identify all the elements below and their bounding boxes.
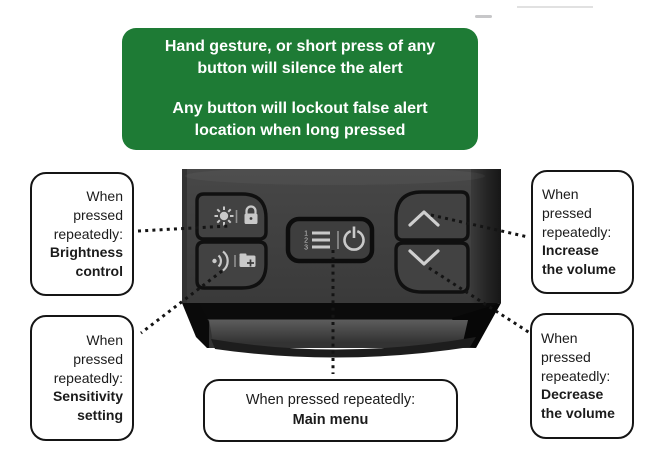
callout-sensitivity-setting: When pressed repeatedly: Sensitivity set… bbox=[30, 315, 134, 441]
callout-prefix: When pressed repeatedly: bbox=[542, 185, 612, 240]
callout-label: Brightness control bbox=[49, 244, 123, 280]
callout-label: Decrease the volume bbox=[541, 386, 615, 422]
callout-prefix: When pressed repeatedly: bbox=[245, 391, 416, 408]
banner-line-lockout: Any button will lockout false alert loca… bbox=[172, 100, 428, 140]
callout-main-menu: When pressed repeatedly: Main menu bbox=[203, 379, 458, 442]
camera-plus-icon bbox=[239, 253, 256, 267]
leader-line-brightness bbox=[137, 224, 230, 233]
power-icon bbox=[343, 226, 365, 251]
brightness-icon bbox=[214, 206, 234, 226]
svg-text:2: 2 bbox=[304, 238, 308, 245]
leader-line-increase bbox=[430, 213, 529, 239]
numbered-list-icon: 1 2 3 bbox=[304, 231, 330, 252]
sensitivity-camera-button[interactable] bbox=[195, 240, 268, 290]
volume-down-button[interactable] bbox=[394, 241, 470, 294]
callout-decrease-volume: When pressed repeatedly: Decrease the vo… bbox=[530, 313, 634, 439]
scan-artifact-line bbox=[517, 6, 593, 8]
leader-line-sensitivity bbox=[140, 269, 223, 335]
callout-label: Increase the volume bbox=[542, 242, 616, 278]
lock-icon bbox=[244, 205, 258, 224]
banner-line-silence: Hand gesture, or short press of any butt… bbox=[164, 37, 436, 77]
chevron-down-icon bbox=[408, 249, 440, 266]
sound-waves-icon bbox=[212, 250, 229, 272]
callout-prefix: When pressed repeatedly: bbox=[53, 187, 123, 242]
chevron-up-icon bbox=[408, 210, 440, 227]
callout-brightness-control: When pressed repeatedly: Brightness cont… bbox=[30, 172, 134, 296]
callout-label: Sensitivity setting bbox=[52, 388, 123, 424]
svg-text:3: 3 bbox=[304, 245, 308, 252]
callout-label: Main menu bbox=[292, 411, 369, 428]
scan-artifact-dash bbox=[475, 15, 492, 18]
callout-prefix: When pressed repeatedly: bbox=[541, 329, 611, 384]
callout-prefix: When pressed repeatedly: bbox=[53, 331, 123, 386]
callout-increase-volume: When pressed repeatedly: Increase the vo… bbox=[531, 170, 634, 294]
svg-text:1: 1 bbox=[304, 231, 308, 238]
leader-line-decrease bbox=[428, 266, 531, 335]
menu-power-button[interactable]: 1 2 3 bbox=[285, 216, 375, 264]
brightness-lock-button[interactable] bbox=[195, 192, 268, 241]
alert-info-banner: Hand gesture, or short press of any butt… bbox=[122, 28, 478, 150]
